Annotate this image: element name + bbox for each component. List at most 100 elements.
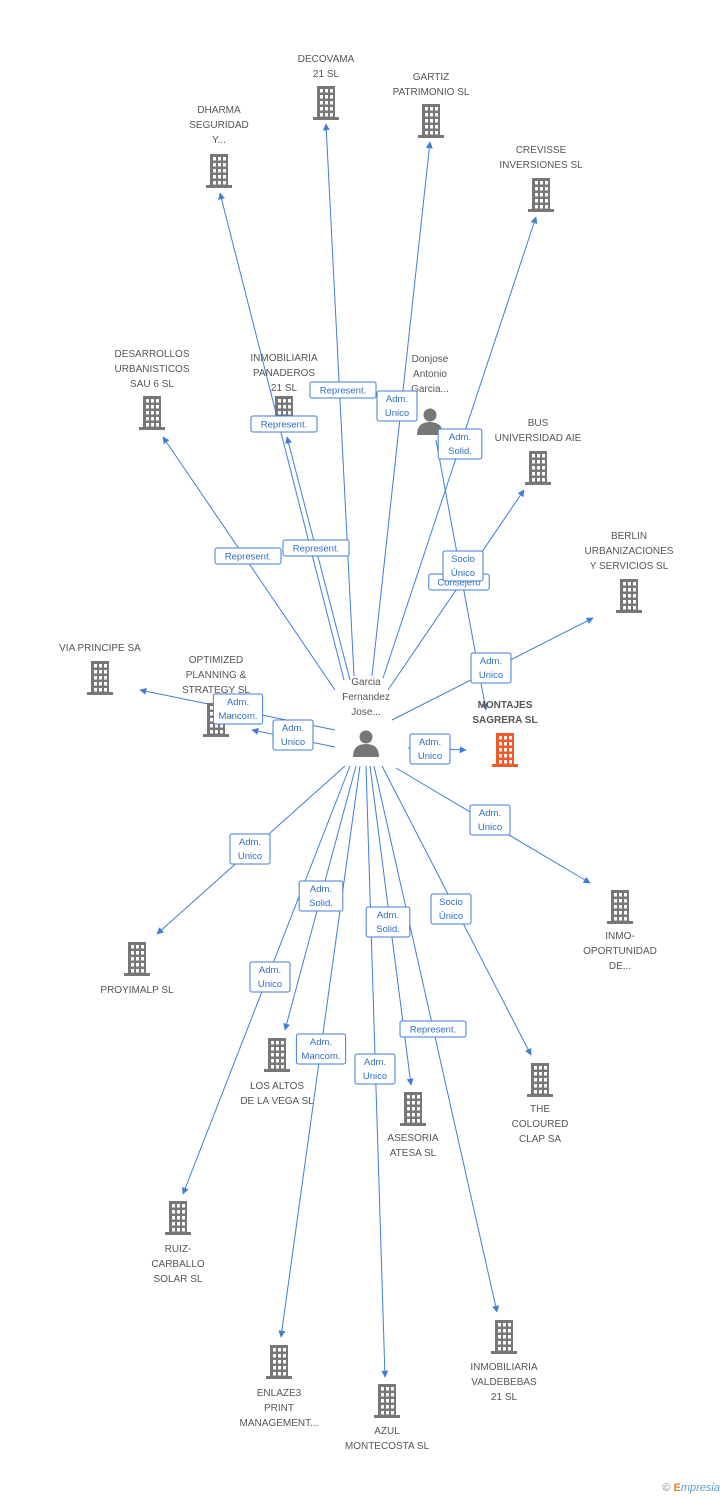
edge-label-text: Represent. xyxy=(320,386,366,397)
edge-label-garcia-gartiz[interactable]: Adm.Unico xyxy=(376,390,418,422)
node-inmo[interactable]: INMO-OPORTUNIDADDE... xyxy=(583,890,657,972)
node-label: SEGURIDAD xyxy=(189,120,248,131)
edge-label-garcia-ruiz[interactable]: Adm.Unico xyxy=(249,961,291,993)
edge-label-box xyxy=(309,381,377,399)
node-label: DHARMA xyxy=(197,105,241,116)
node-proyimalp[interactable]: PROYIMALP SL xyxy=(100,942,174,996)
edge-label-box xyxy=(272,719,314,751)
brand-logo: Empresia xyxy=(673,1482,720,1494)
edge-label-garcia-optimized[interactable]: Adm.Unico xyxy=(272,719,314,751)
edge-label-text: Adm. xyxy=(377,910,399,921)
edge-label-garcia-panaderos[interactable]: Represent. xyxy=(282,539,350,557)
edge-label-text: Adm. xyxy=(479,808,501,819)
edge-line-garcia-dharma xyxy=(218,192,345,681)
edge-label-text: Solid. xyxy=(376,924,400,935)
node-label: PANADEROS xyxy=(253,368,315,379)
edge-label-text: Mancom. xyxy=(301,1051,340,1062)
node-label: Antonio xyxy=(413,369,447,380)
edge-label-box xyxy=(399,1020,467,1038)
building-icon xyxy=(418,104,444,138)
edge-label-text: Unico xyxy=(385,408,409,419)
edge-label-donjose-montajes[interactable]: Adm.Solid. xyxy=(437,428,483,460)
node-label: SAU 6 SL xyxy=(130,379,174,390)
building-icon xyxy=(374,1384,400,1418)
edge-label-garcia-proyimalp[interactable]: Adm. Unico xyxy=(229,833,271,865)
node-label: INMOBILIARIA xyxy=(250,353,318,364)
node-label: MANAGEMENT... xyxy=(240,1418,319,1429)
node-label: OPTIMIZED xyxy=(189,655,243,666)
edge-label-garcia-azul[interactable]: Adm.Unico xyxy=(354,1053,396,1085)
edge-label-box xyxy=(282,539,350,557)
node-donjose[interactable]: DonjoseAntonioGarcia... xyxy=(411,354,449,435)
edge-label-box xyxy=(298,880,344,912)
edge-label-text: Adm. xyxy=(419,737,441,748)
edge-label-garcia-asesoria[interactable]: Adm. Solid. xyxy=(365,906,411,938)
edge-label-garcia-montajes[interactable]: Adm.Unico xyxy=(409,733,451,765)
footer-brand[interactable]: © Empresia xyxy=(662,1482,720,1494)
node-garcia[interactable]: GarciaFernandezJose... xyxy=(342,677,390,757)
node-label: Donjose xyxy=(412,354,449,365)
edge-label-garcia-enlaze[interactable]: Adm. Mancom. xyxy=(295,1033,347,1065)
edge-label-garcia-inmo[interactable]: Adm.Unico xyxy=(469,804,511,836)
node-label: VIA PRINCIPE SA xyxy=(59,643,141,654)
edge-label-text: Adm. xyxy=(282,723,304,734)
node-label: SOLAR SL xyxy=(154,1274,203,1285)
edge-label-garcia-valdebebas[interactable]: Represent. xyxy=(399,1020,467,1038)
edge-label-box xyxy=(376,390,418,422)
edge-label-text: Consejero xyxy=(437,578,480,589)
edge-label-garcia-dharma[interactable]: Represent. xyxy=(250,415,318,433)
node-label: INMOBILIARIA xyxy=(470,1362,538,1373)
edge-label-garcia-desarrollos[interactable]: Represent. xyxy=(214,547,282,565)
edge-label-text: Unico xyxy=(363,1071,387,1082)
node-label: CREVISSE xyxy=(516,145,567,156)
edge-label-text: Unico xyxy=(238,851,262,862)
node-label: PATRIMONIO SL xyxy=(393,87,470,98)
edge-line-garcia-panaderos xyxy=(285,436,351,681)
node-label: ASESORIA xyxy=(387,1133,438,1144)
edge-label-box xyxy=(214,547,282,565)
node-label: STRATEGY SL xyxy=(182,685,250,696)
edge-label-garcia-decovama[interactable]: Represent. xyxy=(309,381,377,399)
edge-label-box xyxy=(249,961,291,993)
node-gartiz[interactable]: GARTIZ PATRIMONIO SL xyxy=(393,72,470,138)
node-dharma[interactable]: DHARMASEGURIDADY... xyxy=(189,105,249,188)
node-label: 21 SL xyxy=(491,1392,518,1403)
building-icon xyxy=(264,1038,290,1072)
node-label: PRINT xyxy=(264,1403,294,1414)
copyright-icon: © xyxy=(662,1482,671,1494)
edge-label-text: Adm. xyxy=(259,965,281,976)
edge-label-text: Adm. xyxy=(239,837,261,848)
building-icon xyxy=(266,1345,292,1379)
edge-label-garcia-altos[interactable]: Adm.Solid. xyxy=(298,880,344,912)
node-label: GARTIZ xyxy=(413,72,449,83)
edge-label-text: Adm. xyxy=(480,656,502,667)
person-icon xyxy=(353,730,379,757)
edge-label-garcia-via[interactable]: Adm.Mancom. xyxy=(212,693,264,725)
node-label: 21 SL xyxy=(271,383,298,394)
edge-label-garcia-berlin[interactable]: Adm.Unico xyxy=(470,652,512,684)
edge-label-text: Socio xyxy=(451,554,475,565)
node-label: THE xyxy=(530,1104,550,1115)
node-via[interactable]: VIA PRINCIPE SA xyxy=(59,643,141,695)
edge-label-text: Adm. xyxy=(310,1037,332,1048)
node-enlaze[interactable]: ENLAZE3PRINTMANAGEMENT... xyxy=(240,1345,319,1429)
node-label: Jose... xyxy=(351,707,380,718)
node-label: MONTECOSTA SL xyxy=(345,1441,430,1452)
node-label: CARBALLO xyxy=(151,1259,205,1270)
node-label: MONTAJES xyxy=(478,700,533,711)
edge-labels-layer: Represent.Represent.Adm.UnicoConsejeroRe… xyxy=(212,381,512,1085)
